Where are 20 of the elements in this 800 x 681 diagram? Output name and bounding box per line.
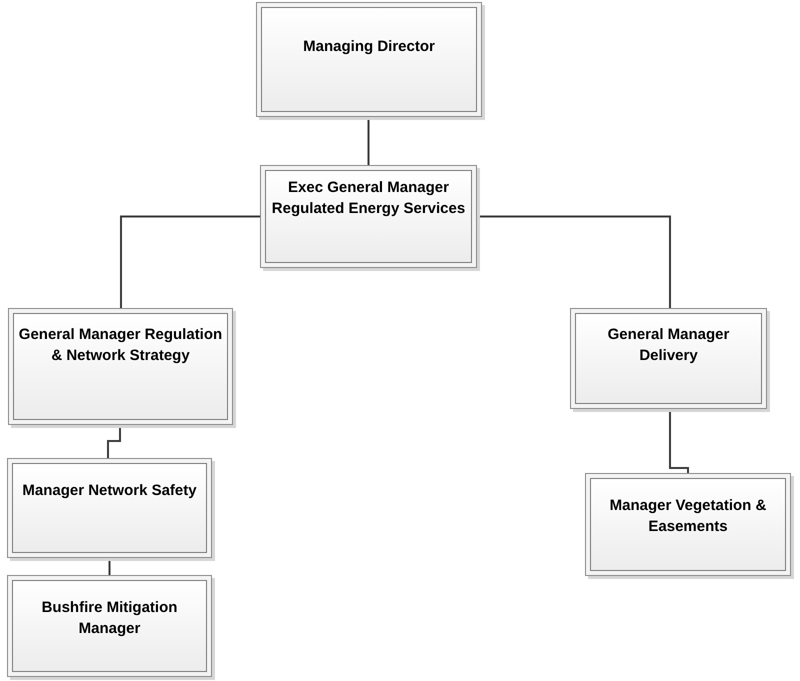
role-title: General Manager Regulation & Network Strategy bbox=[18, 325, 224, 366]
connector-line bbox=[107, 425, 121, 458]
role-title: Manager Network Safety bbox=[21, 481, 198, 501]
role-title: Bushfire Mitigation Manager bbox=[40, 598, 178, 639]
role-title: Exec General Manager Regulated Energy Services bbox=[270, 178, 466, 219]
org-box bbox=[260, 165, 477, 268]
connector-line bbox=[669, 409, 689, 473]
org-box bbox=[7, 458, 212, 558]
connector-line bbox=[120, 216, 260, 308]
role-title: Managing Director bbox=[302, 37, 436, 57]
org-box bbox=[256, 2, 482, 117]
org-box bbox=[570, 308, 767, 409]
connector-line bbox=[477, 216, 671, 308]
org-box bbox=[7, 575, 212, 677]
role-title: General Manager Delivery bbox=[606, 325, 730, 366]
connector-line bbox=[108, 558, 110, 575]
connector-line bbox=[368, 117, 370, 165]
role-title: Manager Vegetation & Easements bbox=[608, 496, 768, 537]
org-box bbox=[585, 473, 791, 576]
org-box bbox=[8, 308, 233, 425]
